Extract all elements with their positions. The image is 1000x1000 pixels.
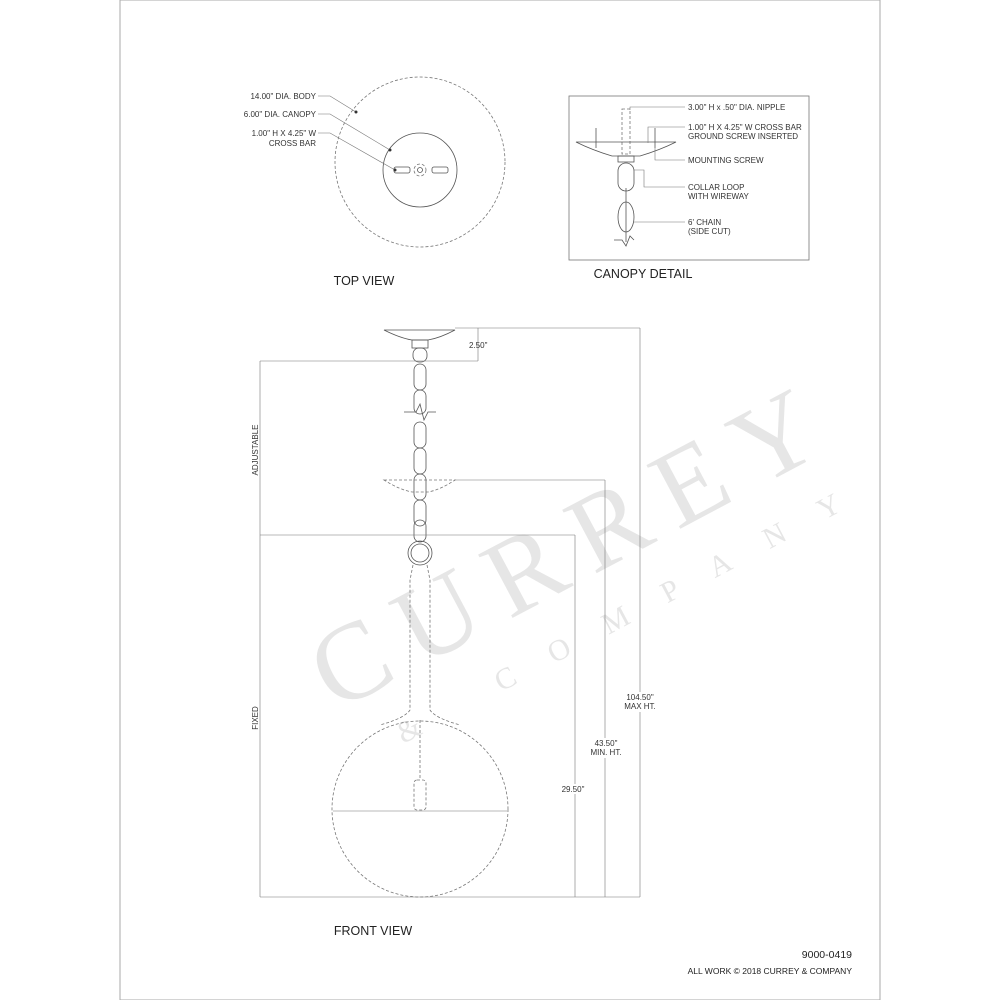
label-canopy-dia: 6.00" DIA. CANOPY xyxy=(244,110,317,119)
dim-fixed: FIXED xyxy=(251,706,260,730)
leader xyxy=(647,126,685,143)
ring-inner xyxy=(410,543,430,563)
canopy-detail: 3.00" H x .50" DIA. NIPPLE 1.00" H X 4.2… xyxy=(568,95,810,281)
body-outline xyxy=(334,76,506,248)
ring xyxy=(407,540,433,566)
copyright: ALL WORK © 2018 CURREY & COMPANY xyxy=(688,966,853,976)
leader-dot xyxy=(388,148,392,152)
dim-min-height: 43.50" xyxy=(595,739,618,748)
watermark: CURREY & COMPANY xyxy=(289,354,881,750)
cross-bar-right xyxy=(431,166,449,174)
top-view-title: TOP VIEW xyxy=(334,274,395,288)
canopy xyxy=(383,329,456,341)
leader-crossbar xyxy=(318,132,396,171)
label-wireway: WITH WIREWAY xyxy=(688,192,750,201)
top-view: 14.00" DIA. BODY 6.00" DIA. CANOPY 1.00"… xyxy=(244,76,506,288)
leader xyxy=(654,148,685,161)
nipple-outline xyxy=(413,163,427,177)
break-mark xyxy=(614,235,635,247)
leader-dot xyxy=(393,168,397,172)
nipple-hole xyxy=(417,167,423,173)
label-collar-loop: COLLAR LOOP xyxy=(688,183,744,192)
part-number: 9000-0419 xyxy=(802,949,852,961)
canopy-outline xyxy=(382,132,458,208)
detail-box xyxy=(568,95,810,261)
leader-body xyxy=(318,95,357,113)
label-ground-screw: GROUND SCREW INSERTED xyxy=(688,132,798,141)
bulb-socket xyxy=(413,779,427,811)
dim-fixed-height: 29.50" xyxy=(562,785,585,794)
globe xyxy=(331,720,509,898)
front-view: 2.50" ADJUSTABLE FIXED 29.50" 43.50" MIN… xyxy=(251,327,660,938)
front-view-title: FRONT VIEW xyxy=(334,924,412,938)
collar-loop xyxy=(412,347,428,363)
collar xyxy=(617,155,635,163)
dim-max-height: 104.50" xyxy=(626,693,653,702)
label-chain: 6' CHAIN xyxy=(688,218,721,227)
dim-max-label: MAX HT. xyxy=(624,702,656,711)
nipple xyxy=(621,108,631,155)
label-crossbar: 1.00" H X 4.25" W xyxy=(252,129,317,138)
canopy-collar xyxy=(411,339,429,349)
leader xyxy=(634,169,685,188)
label-bg xyxy=(558,784,588,794)
collar-loop xyxy=(617,162,635,192)
label-crossbar: 1.00" H X 4.25" W CROSS BAR xyxy=(688,123,802,132)
label-bg xyxy=(590,738,622,758)
leader-canopy xyxy=(318,113,391,151)
leader-dot xyxy=(354,110,358,114)
label-mounting-screw: MOUNTING SCREW xyxy=(688,156,764,165)
chain xyxy=(404,363,436,543)
dim-adjustable: ADJUSTABLE xyxy=(251,425,260,476)
page-frame xyxy=(119,0,881,1000)
dim-min-label: MIN. HT. xyxy=(590,748,621,757)
leader xyxy=(629,106,685,110)
label-side-cut: (SIDE CUT) xyxy=(688,227,731,236)
canopy-shape xyxy=(575,141,677,157)
canopy-detail-title: CANOPY DETAIL xyxy=(594,267,693,281)
canopy-min-position xyxy=(382,479,457,493)
dim-canopy-height: 2.50" xyxy=(469,341,488,350)
label-nipple: 3.00" H x .50" DIA. NIPPLE xyxy=(688,103,785,112)
label-bg xyxy=(622,692,660,712)
label-crossbar-2: CROSS BAR xyxy=(269,139,316,148)
label-body-dia: 14.00" DIA. BODY xyxy=(250,92,316,101)
stem xyxy=(379,564,461,726)
